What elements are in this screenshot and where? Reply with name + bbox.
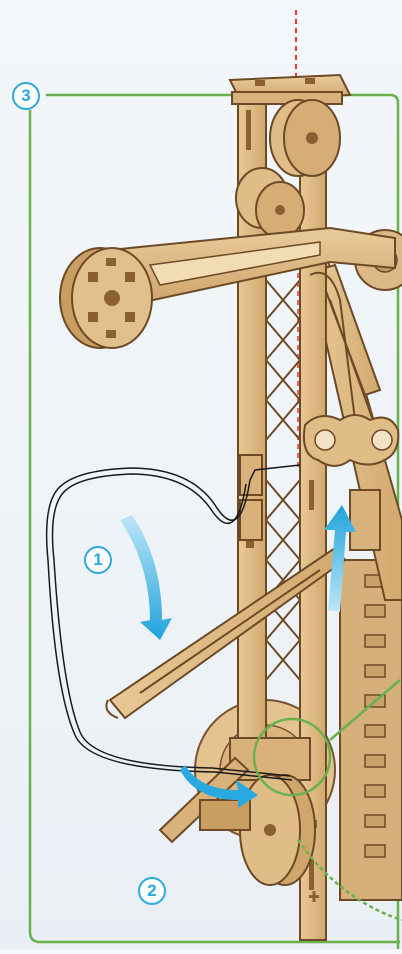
step-badge-1: 1	[84, 546, 112, 574]
step-badge-2: 2	[138, 877, 166, 905]
step-badge-3: 3	[12, 82, 40, 110]
lower-mechanism	[160, 738, 315, 885]
left-wheel	[60, 248, 152, 348]
tower-cap	[230, 75, 350, 104]
top-pulley	[270, 100, 340, 176]
clutch-gear	[304, 415, 398, 466]
